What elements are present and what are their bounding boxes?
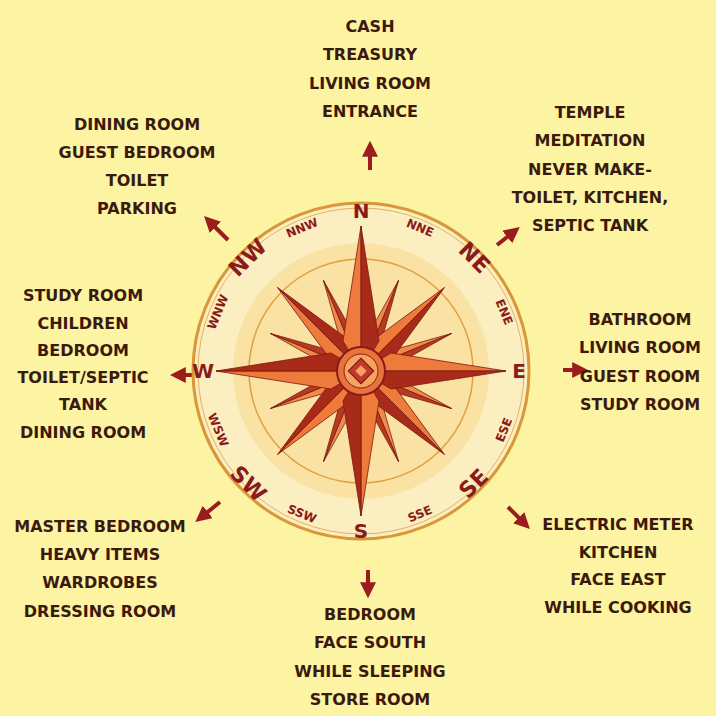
direction-arrow xyxy=(212,224,228,240)
room-label: ENTRANCE xyxy=(322,104,418,120)
room-label: GUEST BEDROOM xyxy=(59,145,216,161)
room-label: TOILET xyxy=(106,173,169,189)
minor-ray xyxy=(267,325,364,379)
room-label: DINING ROOM xyxy=(20,425,146,441)
minor-ray xyxy=(315,277,369,374)
minor-ray xyxy=(353,277,407,374)
direction-label: S xyxy=(354,521,368,541)
intercardinal-ray xyxy=(351,361,454,464)
room-label: DRESSING ROOM xyxy=(24,604,176,620)
room-label: CASH xyxy=(345,19,394,35)
hub-diamond-core xyxy=(355,365,366,376)
minor-ray xyxy=(267,363,364,417)
room-label: LIVING ROOM xyxy=(579,340,701,356)
minor-ray xyxy=(315,368,369,465)
room-label: MASTER BEDROOM xyxy=(14,519,185,535)
room-label: BEDROOM xyxy=(324,607,416,623)
direction-arrow xyxy=(508,507,522,521)
room-label: HEAVY ITEMS xyxy=(40,547,160,563)
minor-ray xyxy=(358,325,455,379)
intercardinal-ray xyxy=(268,361,371,464)
room-label: BATHROOM xyxy=(588,312,691,328)
compass-inner-ring xyxy=(198,208,524,534)
room-label: CHILDREN xyxy=(37,316,128,332)
room-label: FACE EAST xyxy=(570,572,665,588)
room-label: BEDROOM xyxy=(37,343,129,359)
room-label: FACE SOUTH xyxy=(314,635,426,651)
room-label: STORE ROOM xyxy=(310,692,430,708)
direction-label: W xyxy=(192,361,214,381)
cardinal-ray xyxy=(216,353,361,389)
hub-outer xyxy=(337,347,385,395)
room-label: SEPTIC TANK xyxy=(532,218,648,234)
direction-label: N xyxy=(353,201,370,221)
hub-inner xyxy=(344,354,378,388)
direction-label: E xyxy=(512,361,526,381)
compass-circle: NNNENEENEEESESESSESSSWSWWSWWWNWNWNNW xyxy=(191,201,531,541)
room-label: NEVER MAKE- xyxy=(528,162,652,178)
intercardinal-ray xyxy=(268,278,371,381)
minor-ray xyxy=(358,363,455,417)
room-label: WHILE COOKING xyxy=(544,600,692,616)
room-label: LIVING ROOM xyxy=(309,76,431,92)
direction-arrow xyxy=(497,234,511,245)
intercardinal-ray xyxy=(351,278,454,381)
room-label: KITCHEN xyxy=(579,545,658,561)
direction-arrow xyxy=(204,502,220,515)
room-label: DINING ROOM xyxy=(74,117,200,133)
room-label: WHILE SLEEPING xyxy=(294,664,445,680)
rose-ring xyxy=(249,259,473,483)
direction-arrow xyxy=(366,570,370,587)
room-label: STUDY ROOM xyxy=(580,397,700,413)
minor-ray xyxy=(353,368,407,465)
room-label: MEDITATION xyxy=(535,133,646,149)
room-label: STUDY ROOM xyxy=(23,288,143,304)
room-label: TOILET, KITCHEN, xyxy=(512,190,669,206)
room-label: TREASURY xyxy=(323,47,417,63)
room-label: TEMPLE xyxy=(555,105,626,121)
direction-arrow xyxy=(563,368,577,372)
room-label: PARKING xyxy=(97,201,177,217)
rose-glow xyxy=(233,243,489,499)
cardinal-ray xyxy=(343,226,379,371)
cardinal-ray xyxy=(361,353,506,389)
room-label: TANK xyxy=(59,397,107,413)
hub-diamond xyxy=(348,358,373,383)
direction-arrow xyxy=(368,152,372,170)
room-label: WARDROBES xyxy=(42,575,157,591)
room-label: ELECTRIC METER xyxy=(542,517,693,533)
cardinal-ray xyxy=(343,371,379,516)
room-label: TOILET/SEPTIC xyxy=(17,370,148,386)
room-label: GUEST ROOM xyxy=(580,369,701,385)
compass-face xyxy=(193,203,529,539)
